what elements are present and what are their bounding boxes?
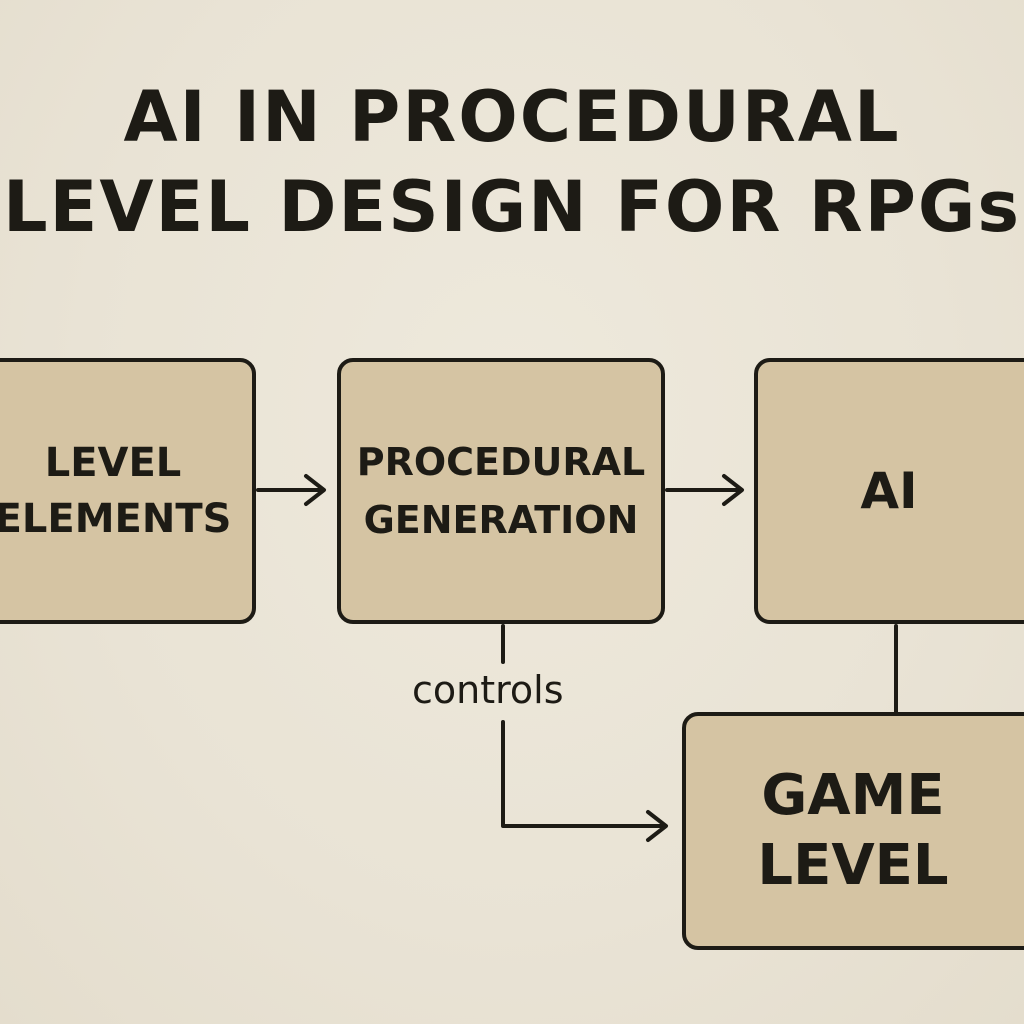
node-game-level-line-2: LEVEL xyxy=(757,833,949,898)
node-level-elements: LEVEL ELEMENTS xyxy=(0,358,256,624)
node-game-level-line-1: GAME xyxy=(761,763,945,828)
arrow-elements-to-procedural xyxy=(256,474,326,506)
node-level-elements-line-1: LEVEL xyxy=(44,440,182,486)
node-level-elements-line-2: ELEMENTS xyxy=(0,496,232,542)
node-ai: AI xyxy=(754,358,1024,624)
arrow-procedural-to-ai xyxy=(665,474,744,506)
diagram-title-line-2: LEVEL DESIGN FOR RPGs xyxy=(2,166,1022,248)
node-procedural-generation: PROCEDURAL GENERATION xyxy=(337,358,665,624)
edge-label-controls: controls xyxy=(412,668,564,712)
arrow-procedural-to-game-level xyxy=(501,624,668,842)
node-procedural-generation-line-1: PROCEDURAL xyxy=(356,440,646,484)
node-ai-label: AI xyxy=(860,462,918,520)
node-game-level: GAME LEVEL xyxy=(682,712,1024,950)
diagram-title-line-1: AI IN PROCEDURAL xyxy=(123,76,901,158)
node-procedural-generation-line-2: GENERATION xyxy=(363,498,639,542)
